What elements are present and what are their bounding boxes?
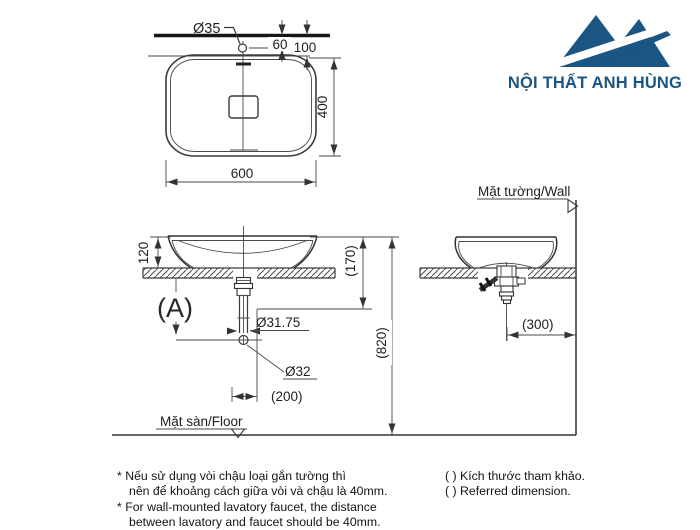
- note-ref-en: ( ) Referred dimension.: [445, 484, 571, 499]
- basin-outline-inner: [170, 59, 312, 152]
- bowl-left-wall-inner: [171, 240, 195, 269]
- dim-hole-dia-label: Ø35: [193, 21, 220, 37]
- dim-100-backing: [291, 40, 319, 54]
- dim-170-label: (170): [343, 245, 358, 277]
- tailpipe: [238, 295, 249, 333]
- note-en-line2: between lavatory and faucet should be 40…: [129, 514, 381, 529]
- dim-tail-dia-label: Ø31.75: [256, 315, 300, 330]
- bowl-right-wall-inner: [290, 240, 314, 269]
- counter-hatch-right: [257, 268, 335, 278]
- dim-60-backing: [268, 37, 291, 51]
- side-drain-nut-lines: [499, 277, 514, 286]
- side-tailpiece: [500, 285, 514, 293]
- note-ref-vi: ( ) Kích thước tham khảo.: [445, 469, 585, 483]
- drain-nut: [233, 282, 254, 290]
- side-drain-flange-lines: [500, 266, 513, 277]
- side-barb-2: [500, 295, 513, 301]
- dim-120-label: 120: [136, 242, 151, 265]
- logo-right-peak-icon: [601, 19, 670, 67]
- dim-300-label: (300): [522, 317, 554, 332]
- bowl-right-wall: [293, 235, 318, 269]
- counter-outline: [142, 267, 336, 279]
- trap-elbow-crosshair: [239, 335, 248, 345]
- side-drain-side-port: [516, 277, 526, 285]
- wall-label: Mặt tường/Wall: [478, 184, 570, 199]
- logo-swoosh-cut: [546, 27, 663, 69]
- dim-600-extensions: [165, 160, 317, 187]
- dim-200-extensions: [231, 309, 258, 402]
- bowl-interior-curve: [177, 240, 308, 254]
- logo: NỘI THẤT ANH HÙNG: [508, 15, 682, 92]
- logo-swoosh-tail: [618, 31, 671, 54]
- angled-valve-collars: [478, 277, 493, 292]
- side-counter-hatch-right: [528, 268, 575, 278]
- side-bowl-left-wall: [454, 236, 472, 269]
- side-bowl-right-inner: [537, 241, 554, 269]
- bowl-left-wall: [167, 235, 192, 269]
- dim-600-backing: [227, 167, 258, 180]
- dim-trap-dia-label: Ø32: [285, 364, 311, 379]
- dim-600-label: 600: [231, 166, 254, 181]
- side-barb-3: [502, 299, 512, 305]
- dim-100-label: 100: [294, 40, 317, 55]
- floor-label: Mặt sàn/Floor: [160, 414, 243, 429]
- side-drain-nut: [493, 276, 520, 287]
- dim-400-extensions: [309, 57, 341, 157]
- side-barb-1: [498, 291, 515, 297]
- faucet-hole: [237, 43, 248, 53]
- dim-400-label: 400: [315, 96, 330, 119]
- floor-datum-icon: [230, 428, 246, 439]
- counter-hatch-left: [143, 268, 233, 278]
- dim-820-backing: [375, 320, 392, 365]
- dim-60-label: 60: [272, 37, 287, 52]
- drain-rectangle: [228, 95, 259, 119]
- dim-820-label: (820): [374, 327, 389, 359]
- wall-datum-icon: [567, 198, 579, 214]
- hole-leader-line: [224, 26, 241, 45]
- note-vi-line1: * Nếu sử dụng vòi chậu loại gắn tường th…: [117, 469, 346, 483]
- footnotes-left: * Nếu sử dụng vòi chậu loại gắn tường th…: [117, 469, 407, 530]
- note-vi-line2: nên để khoảng cách giữa vòi và chậu là 4…: [129, 484, 388, 499]
- side-bowl-bottom-curve: [479, 262, 533, 268]
- side-bowl-left-inner: [458, 241, 475, 269]
- side-bowl-right-wall: [540, 236, 558, 269]
- side-section-view: Mặt tường/Wall (300): [419, 184, 579, 435]
- front-section-view: (A) 120 (170) (820) Ø31.75 Ø32: [112, 226, 576, 439]
- trap-leader: [246, 344, 285, 373]
- logo-text: NỘI THẤT ANH HÙNG: [508, 73, 682, 92]
- top-plan-view: Ø35 60 100 400 600: [148, 20, 341, 187]
- footnotes-right: ( ) Kích thước tham khảo. ( ) Referred d…: [445, 469, 665, 500]
- dim-200-label: (200): [271, 389, 303, 404]
- side-counter-hatch-left: [420, 268, 478, 278]
- detail-label: (A): [157, 293, 193, 323]
- note-en-line1: * For wall-mounted lavatory faucet, the …: [117, 499, 377, 514]
- tailpipe-joints: [236, 295, 251, 319]
- drain-coupling: [236, 287, 251, 297]
- basin-outline-outer: [165, 54, 317, 157]
- side-drain-flange: [496, 265, 517, 278]
